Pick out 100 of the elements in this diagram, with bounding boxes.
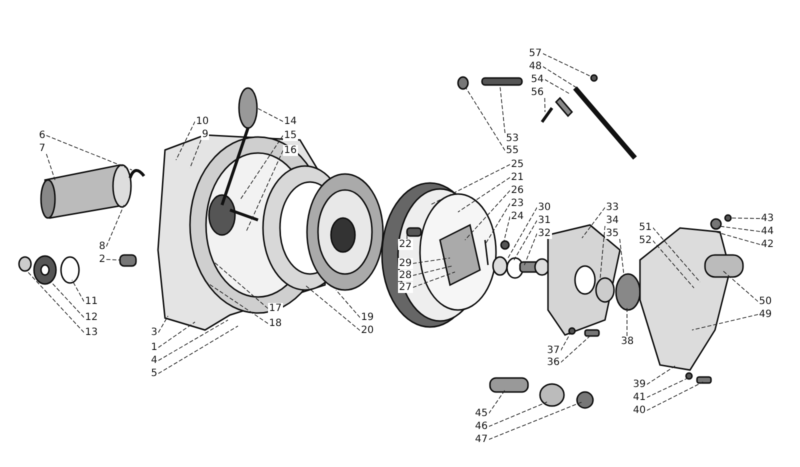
leader-line xyxy=(508,207,538,258)
leader-line xyxy=(652,240,694,288)
callout-number: 51 xyxy=(638,222,653,233)
leader-line xyxy=(582,207,606,238)
leader-line xyxy=(488,402,548,427)
callout-number: 46 xyxy=(474,421,489,432)
callout-number: 30 xyxy=(537,202,552,213)
callout-number: 4 xyxy=(150,355,158,366)
leader-line xyxy=(412,272,456,288)
callout-number: 24 xyxy=(510,211,525,222)
callout-number: 10 xyxy=(195,116,210,127)
callout-number: 43 xyxy=(760,213,775,224)
callout-number: 22 xyxy=(398,239,413,250)
leader-line xyxy=(619,238,624,276)
callout-number: 57 xyxy=(528,48,543,59)
callout-number: 47 xyxy=(474,434,489,445)
callout-number: 8 xyxy=(98,241,106,252)
leader-line xyxy=(158,320,228,361)
callout-number: 29 xyxy=(398,258,413,269)
leader-line xyxy=(412,266,452,276)
callout-number: 23 xyxy=(510,198,525,209)
callout-number: 6 xyxy=(38,130,46,141)
leader-line xyxy=(542,53,590,76)
callout-number: 26 xyxy=(510,185,525,196)
callout-number: 2 xyxy=(98,254,106,265)
callout-number: 31 xyxy=(537,215,552,226)
callout-number: 49 xyxy=(758,309,773,320)
leader-line xyxy=(464,190,510,240)
leader-line xyxy=(214,262,268,309)
leader-line xyxy=(524,233,538,266)
callout-number: 14 xyxy=(283,116,298,127)
callout-number: 15 xyxy=(283,130,298,141)
callout-number: 41 xyxy=(632,392,647,403)
leader-line xyxy=(256,108,284,122)
callout-number: 56 xyxy=(530,87,545,98)
leader-line xyxy=(488,402,582,440)
leader-line xyxy=(430,164,510,206)
leader-line xyxy=(544,79,570,94)
callout-number: 3 xyxy=(150,327,158,338)
leader-line xyxy=(718,226,760,232)
leader-line xyxy=(722,270,758,302)
leader-line xyxy=(488,390,506,414)
callout-number: 52 xyxy=(638,235,653,246)
leader-line xyxy=(560,336,590,363)
leader-line xyxy=(544,98,546,112)
callout-number: 12 xyxy=(84,312,99,323)
callout-number: 13 xyxy=(84,327,99,338)
callout-number: 25 xyxy=(510,159,525,170)
leader-line xyxy=(158,316,168,333)
callout-number: 55 xyxy=(505,145,520,156)
leader-line xyxy=(652,227,700,282)
leader-line xyxy=(304,284,360,331)
leader-line xyxy=(158,322,196,348)
leader-line xyxy=(412,258,450,264)
callout-number: 7 xyxy=(38,143,46,154)
callout-number: 28 xyxy=(398,270,413,281)
leader-line xyxy=(560,334,570,351)
leader-line xyxy=(626,308,628,336)
callout-number: 53 xyxy=(505,133,520,144)
leader-line xyxy=(692,314,758,330)
callout-number: 20 xyxy=(360,325,375,336)
callout-number: 11 xyxy=(84,296,99,307)
callout-number: 38 xyxy=(620,336,635,347)
callout-number: 33 xyxy=(605,202,620,213)
leader-line xyxy=(206,282,268,324)
leader-line xyxy=(190,140,202,168)
leader-line xyxy=(646,382,704,411)
leader-line xyxy=(730,218,760,219)
callout-number: 1 xyxy=(150,342,158,353)
callout-number: 34 xyxy=(605,215,620,226)
leader-line xyxy=(336,290,360,318)
callout-number: 40 xyxy=(632,405,647,416)
callout-number: 42 xyxy=(760,239,775,250)
callout-number: 32 xyxy=(537,228,552,239)
leader-line xyxy=(106,259,120,260)
leader-line xyxy=(158,326,238,374)
leader-line xyxy=(406,232,408,240)
callout-number: 50 xyxy=(758,296,773,307)
callout-number: 21 xyxy=(510,172,525,183)
leader-line xyxy=(106,204,124,247)
leader-line xyxy=(486,203,510,244)
callout-number: 36 xyxy=(546,357,561,368)
leader-line xyxy=(72,280,84,302)
leader-line xyxy=(46,135,132,170)
leader-line xyxy=(716,232,760,245)
callout-number: 16 xyxy=(283,145,298,156)
leader-line xyxy=(176,121,196,160)
callout-number: 35 xyxy=(605,228,620,239)
leader-line xyxy=(26,270,84,333)
callout-number: 17 xyxy=(268,303,283,314)
leader-line xyxy=(646,378,688,398)
leader-line xyxy=(542,66,578,88)
leader-line xyxy=(52,282,84,318)
leader-line xyxy=(46,154,56,180)
leader-line xyxy=(646,366,676,385)
callout-number: 54 xyxy=(530,74,545,85)
callout-number: 37 xyxy=(546,345,561,356)
callout-number: 27 xyxy=(398,282,413,293)
leader-line xyxy=(240,135,284,200)
callout-number: 39 xyxy=(632,379,647,390)
